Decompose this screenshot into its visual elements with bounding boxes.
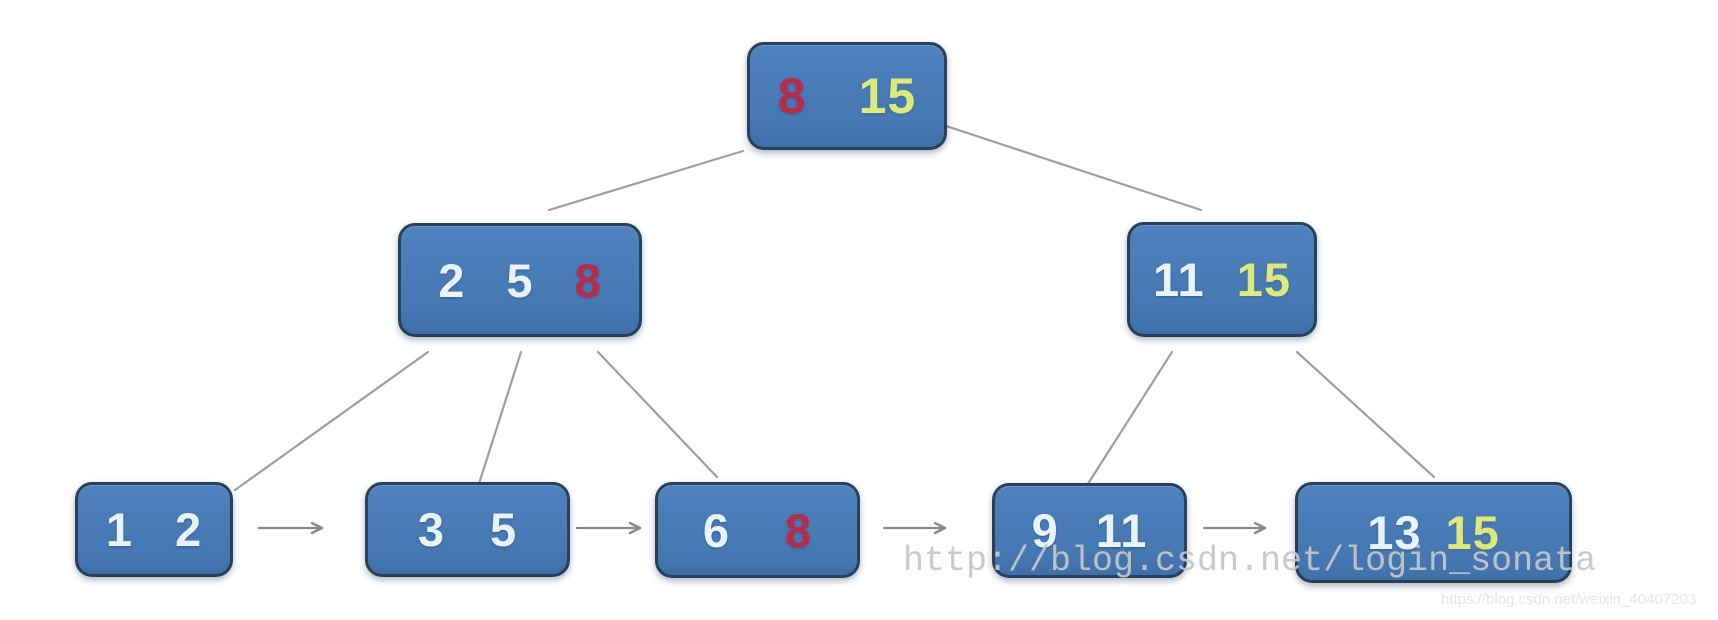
tree-node-leaf-2: 3 5 [365,482,570,577]
edge-internal-left-to-leaf-2 [475,350,523,492]
node-key: 15 [858,68,917,124]
edge-internal-right-to-leaf-4 [1082,350,1174,492]
edge-root-to-internal-left [547,149,745,212]
node-key: 15 [1445,506,1500,559]
edge-internal-right-to-leaf-5 [1295,350,1436,479]
node-key: 8 [574,253,602,307]
node-key: 5 [506,253,534,307]
node-key: 5 [490,503,518,556]
node-key: 13 [1367,506,1422,559]
node-key: 6 [702,503,730,557]
tree-node-leaf-1: 1 2 [75,482,233,577]
edge-internal-left-to-leaf-3 [596,350,719,479]
watermark-blog-url: http://blog.csdn.net/login_sonata [903,541,1597,581]
node-key: 9 [1031,504,1059,557]
tree-node-internal-right: 11 15 [1127,222,1317,337]
tree-node-leaf-4: 9 11 [992,483,1187,578]
node-key: 2 [175,503,203,556]
tree-node-internal-left: 2 5 8 [398,223,642,337]
edge-root-to-internal-right [944,124,1203,212]
node-key: 1 [105,503,133,556]
tree-node-root: 8 15 [747,42,947,150]
tree-node-leaf-5: 13 15 [1295,482,1572,583]
node-key: 8 [785,503,813,557]
node-key: 11 [1095,504,1148,557]
tree-node-leaf-3: 6 8 [655,482,860,578]
node-key: 8 [777,68,807,124]
edge-internal-left-to-leaf-1 [233,350,430,492]
watermark-user-url: https://blog.csdn.net/weixin_40407203 [1441,591,1697,608]
node-key: 11 [1153,253,1205,306]
node-key: 2 [438,253,466,307]
node-key: 15 [1236,253,1291,306]
node-key: 3 [417,503,445,556]
